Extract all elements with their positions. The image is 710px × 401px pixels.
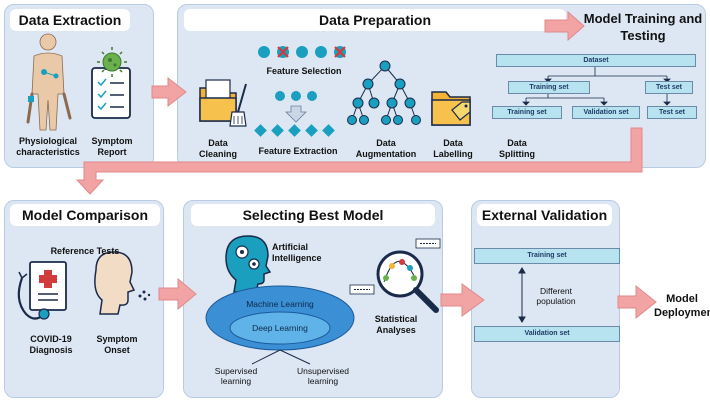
data-extraction-title: Data Extraction [10, 9, 130, 31]
arrow-selecting-to-external [440, 283, 485, 317]
ml-dl-ellipses [205, 285, 355, 365]
feature-extraction-label: Feature Extraction [258, 146, 338, 156]
arrow-external-to-deployment [617, 284, 657, 320]
model-deployment-label: Model Deployment [654, 293, 710, 319]
statistical-analyses-label: Statistical Analyses [374, 314, 418, 335]
unsupervised-learning-label: Unsupervised learning [297, 366, 349, 386]
statistical-analyses-icon [349, 238, 441, 313]
arrow-preparation-to-training [544, 10, 585, 42]
physiological-characteristics-label: Physiological characteristics [16, 136, 80, 157]
model-training-title: Model Training and Testing [583, 11, 703, 43]
external-training-set-box: Training set [474, 248, 620, 264]
data-cleaning-label: Data Cleaning [198, 138, 237, 159]
feature-extraction-graphic [254, 91, 335, 137]
covid-diagnosis-label: COVID-19 Diagnosis [29, 334, 73, 355]
arrow-comparison-to-selecting [158, 277, 197, 311]
arrow-extraction-to-preparation [151, 76, 187, 108]
data-preparation-panel [177, 4, 706, 168]
flow-arrows [75, 10, 657, 320]
supervised-learning-label: Supervised learning [214, 366, 258, 386]
different-population-label: Different population [536, 286, 576, 306]
external-validation-title: External Validation [477, 204, 612, 226]
body-figure-icon [26, 33, 72, 131]
selecting-best-model-title: Selecting Best Model [191, 204, 435, 226]
split-box-test-set-2: Test set [647, 106, 697, 119]
external-validation-set-box: Validation set [474, 326, 620, 342]
data-labelling-label: Data Labelling [433, 138, 473, 159]
split-box-validation-set: Validation set [572, 106, 640, 119]
feature-selection-circles [258, 46, 346, 58]
data-cleaning-icon [199, 79, 247, 127]
symptom-onset-label: Symptom Onset [96, 334, 138, 355]
symptom-report-icon [91, 47, 131, 119]
artificial-intelligence-label: Artificial Intelligence [272, 242, 322, 263]
feature-selection-label: Feature Selection [266, 66, 342, 76]
data-splitting-label: Data Splitting [499, 138, 535, 159]
data-augmentation-label: Data Augmentation [355, 138, 417, 159]
arrow-down-right [75, 127, 643, 195]
split-box-training-set: Training set [508, 81, 590, 94]
data-labelling-icon [431, 91, 471, 126]
reference-tests-label: Reference Tests [50, 246, 120, 256]
split-box-dataset: Dataset [496, 54, 696, 67]
external-validation-panel [471, 200, 620, 398]
model-comparison-title: Model Comparison [10, 204, 160, 226]
data-augmentation-tree-icon [347, 60, 421, 125]
different-population-arrow [518, 267, 526, 323]
split-box-training-set-2: Training set [492, 106, 562, 119]
machine-learning-label: Machine Learning [246, 299, 314, 309]
deep-learning-label: Deep Learning [252, 323, 308, 333]
artificial-intelligence-icon [225, 235, 272, 293]
split-box-test-set: Test set [645, 81, 693, 94]
symptom-onset-icon [94, 251, 151, 315]
covid-diagnosis-icon [17, 261, 67, 320]
data-splitting-connectors [522, 66, 671, 106]
symptom-report-label: Symptom Report [91, 136, 133, 157]
data-preparation-title: Data Preparation [184, 9, 566, 31]
